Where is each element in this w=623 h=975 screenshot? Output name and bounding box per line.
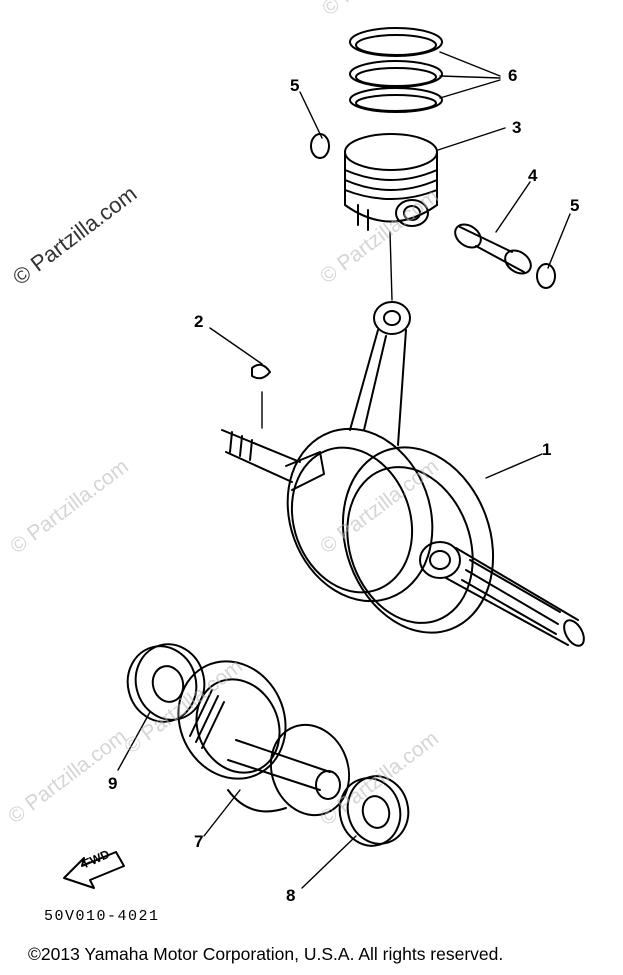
- callout-5-right: 5: [570, 196, 580, 215]
- callout-5-left: 5: [290, 76, 300, 95]
- callout-3: 3: [512, 118, 522, 137]
- crankshaft-assembly: [221, 301, 585, 647]
- circlip-right: [536, 263, 556, 289]
- callout-8: 8: [286, 886, 296, 905]
- callout-6: 6: [508, 66, 518, 85]
- circlip-left: [310, 133, 330, 159]
- fwd-arrow-icon: [63, 851, 125, 889]
- bearing-right: [338, 775, 410, 847]
- piston: [344, 133, 438, 231]
- bearing-left: [126, 643, 206, 723]
- callout-2: 2: [194, 312, 204, 331]
- callout-7: 7: [194, 832, 204, 851]
- callout-1: 1: [542, 440, 552, 459]
- callout-9: 9: [108, 774, 118, 793]
- piston-rings: [349, 27, 443, 113]
- drawing-code: 50V010-4021: [44, 908, 160, 925]
- woodruff-key: [251, 363, 271, 380]
- leader-lines: [117, 51, 571, 889]
- callout-4: 4: [528, 166, 538, 185]
- copyright-notice: ©2013 Yamaha Motor Corporation, U.S.A. A…: [28, 944, 504, 964]
- crank-lower-assembly: [177, 660, 351, 817]
- piston-pin: [454, 223, 532, 275]
